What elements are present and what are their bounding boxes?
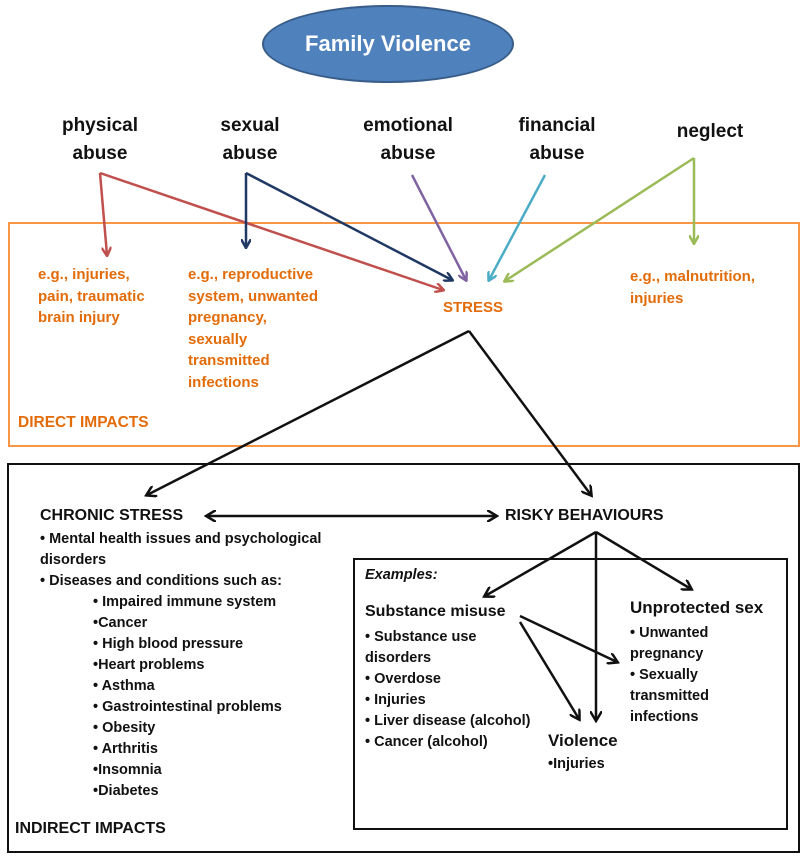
list-item: • High blood pressure — [93, 636, 244, 652]
physical-direct-impacts: e.g., injuries, pain, traumatic brain in… — [38, 264, 145, 329]
sexual-example-line: system, unwanted — [188, 287, 319, 305]
list-item: • Liver disease (alcohol) — [365, 713, 531, 729]
financial-abuse-line2: abuse — [529, 143, 585, 164]
substance-misuse-heading: Substance misuse — [365, 603, 506, 620]
list-item: disorders — [365, 650, 432, 666]
list-item: disorders — [40, 552, 107, 568]
indirect-impacts-label: INDIRECT IMPACTS — [15, 820, 166, 837]
financial-abuse-line1: financial — [518, 115, 596, 136]
neglect-label: neglect — [676, 121, 744, 142]
chronic-stress-heading: CHRONIC STRESS — [40, 507, 184, 524]
examples-label: Examples: — [365, 567, 438, 583]
emotional-abuse-node: emotional abuse — [343, 112, 473, 168]
sexual-abuse-line1: sexual — [220, 115, 280, 136]
neglect-example-line: injuries — [630, 289, 684, 307]
neglect-direct-impacts: e.g., malnutrition, injuries — [630, 266, 755, 309]
chronic-stress-list: • Mental health issues and psychological… — [40, 529, 321, 592]
family-violence-node: Family Violence — [262, 5, 514, 83]
list-item: • Mental health issues and psychological — [40, 531, 322, 547]
list-item: infections — [630, 709, 699, 725]
emotional-abuse-line1: emotional — [363, 115, 453, 136]
unprotected-sex-heading: Unprotected sex — [630, 598, 764, 617]
violence-list: •Injuries — [548, 754, 605, 775]
physical-example-line: e.g., injuries, — [38, 266, 130, 283]
neglect-node: neglect — [650, 118, 770, 146]
list-item: •Cancer — [93, 615, 148, 631]
sexual-direct-impacts: e.g., reproductive system, unwanted preg… — [188, 264, 318, 393]
list-item: • Impaired immune system — [93, 594, 277, 610]
physical-abuse-line2: abuse — [72, 143, 128, 164]
physical-abuse-node: physical abuse — [40, 112, 160, 168]
unprotected-sex-list: • Unwanted pregnancy • Sexually transmit… — [630, 623, 709, 728]
sexual-abuse-line2: abuse — [222, 143, 278, 164]
physical-example-line: brain injury — [38, 309, 120, 326]
sexual-example-line: infections — [188, 373, 259, 391]
list-item: transmitted — [630, 688, 709, 704]
direct-impacts-label: DIRECT IMPACTS — [18, 414, 149, 431]
list-item: •Injuries — [548, 756, 605, 772]
risky-behaviours-heading: RISKY BEHAVIOURS — [505, 507, 664, 524]
list-item: • Arthritis — [93, 741, 158, 757]
list-item: • Overdose — [365, 671, 441, 687]
family-violence-title: Family Violence — [305, 31, 471, 56]
list-item: • Gastrointestinal problems — [93, 699, 282, 715]
list-item: •Diabetes — [93, 783, 159, 799]
list-item: • Substance use — [365, 629, 477, 645]
emotional-abuse-line2: abuse — [380, 143, 436, 164]
list-item: pregnancy — [630, 646, 704, 662]
list-item: • Unwanted — [630, 625, 709, 641]
list-item: • Cancer (alcohol) — [365, 734, 488, 750]
list-item: •Insomnia — [93, 762, 162, 778]
conditions-list: • Impaired immune system •Cancer • High … — [93, 592, 282, 802]
sexual-example-line: pregnancy, — [188, 309, 267, 326]
sexual-example-line: e.g., reproductive — [188, 266, 314, 283]
stress-node: STRESS — [443, 297, 503, 319]
neglect-example-line: e.g., malnutrition, — [630, 268, 756, 285]
list-item: • Diseases and conditions such as: — [40, 573, 282, 589]
physical-abuse-line1: physical — [61, 115, 139, 136]
substance-misuse-list: • Substance use disorders • Overdose • I… — [365, 627, 530, 753]
sexual-abuse-node: sexual abuse — [190, 112, 310, 168]
list-item: • Sexually — [630, 667, 698, 683]
list-item: • Injuries — [365, 692, 426, 708]
financial-abuse-node: financial abuse — [497, 112, 617, 168]
physical-example-line: pain, traumatic — [38, 287, 145, 305]
stress-label: STRESS — [443, 299, 504, 316]
list-item: • Obesity — [93, 720, 156, 736]
sexual-example-line: transmitted — [188, 352, 270, 369]
list-item: • Asthma — [93, 678, 155, 694]
violence-heading: Violence — [548, 731, 618, 750]
sexual-example-line: sexually — [188, 330, 248, 348]
list-item: •Heart problems — [93, 657, 205, 673]
